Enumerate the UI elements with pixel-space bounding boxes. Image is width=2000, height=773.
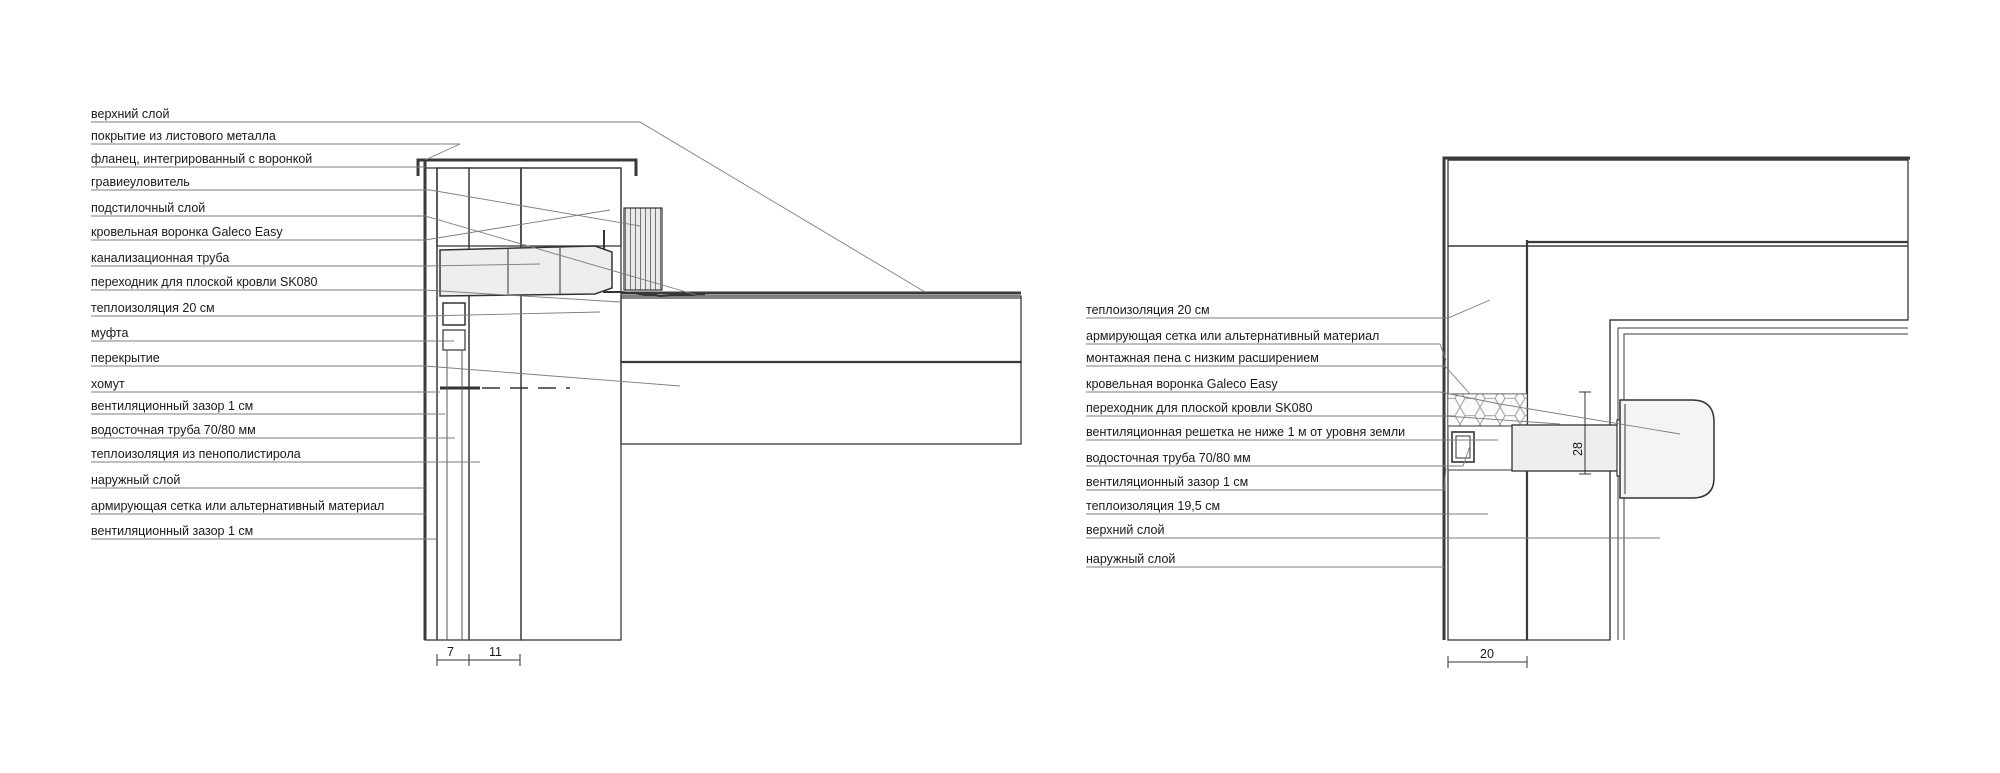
insulation-wall-left — [468, 167, 522, 641]
label-foam-right: монтажная пена с низким расширением — [1086, 351, 1319, 365]
parapet-structure-left — [520, 167, 622, 247]
label-top-layer: верхний слой — [91, 107, 169, 121]
label-vent-grille-right: вентиляционная решетка не ниже 1 м от ур… — [1086, 425, 1405, 439]
right-labels: теплоизоляция 20 см армирующая сетка или… — [1086, 303, 1405, 566]
label-downpipe: водосточная труба 70/80 мм — [91, 423, 256, 437]
roof-insulation-left — [620, 295, 1022, 363]
dimension-line-20 — [1447, 656, 1528, 668]
dimension-7: 7 — [447, 645, 454, 659]
roof-outlet-right — [1619, 399, 1715, 499]
label-roof-outlet: кровельная воронка Galeco Easy — [91, 225, 283, 239]
roof-slab-left — [620, 361, 1022, 445]
coupling — [442, 302, 466, 326]
dimension-28: 28 — [1571, 442, 1585, 456]
inner-lining-right-2 — [1617, 327, 1908, 640]
label-outer-layer: наружный слой — [91, 473, 180, 487]
label-top-layer-right: верхний слой — [1086, 523, 1164, 537]
label-drain-pipe: канализационная труба — [91, 251, 229, 265]
label-insulation-195-right: теплоизоляция 19,5 см — [1086, 499, 1220, 513]
label-mesh: армирующая сетка или альтернативный мате… — [91, 499, 384, 513]
ventilation-gap-left — [436, 167, 470, 641]
gravel-guard — [623, 207, 663, 291]
left-leaders — [91, 121, 926, 540]
dimension-11: 11 — [489, 645, 502, 659]
label-downpipe-right: водосточная труба 70/80 мм — [1086, 451, 1251, 465]
right-detail: 28 20 теплоизоляция 20 см армирующая сет… — [1086, 156, 1910, 668]
label-vent-gap-1: вентиляционный зазор 1 см — [91, 399, 253, 413]
label-eps-insulation: теплоизоляция из пенополистирола — [91, 447, 301, 461]
sheet-metal-coping — [416, 158, 638, 176]
top-insulation-right — [1447, 159, 1909, 247]
label-adapter-sk080: переходник для плоской кровли SK080 — [91, 275, 318, 289]
dimension-line-left — [436, 654, 521, 666]
label-insulation-20: теплоизоляция 20 см — [91, 301, 215, 315]
structural-wall-left — [520, 167, 622, 641]
outer-layer-right — [1442, 156, 1910, 640]
label-sheet-metal-coping: покрытие из листового металла — [91, 129, 276, 143]
label-outer-layer-right: наружный слой — [1086, 552, 1175, 566]
parapet-insulation-left — [436, 167, 522, 247]
label-underlay: подстилочный слой — [91, 201, 205, 215]
label-vent-gap-right: вентиляционный зазор 1 см — [1086, 475, 1248, 489]
label-roof-outlet-right: кровельная воронка Galeco Easy — [1086, 377, 1278, 391]
label-adapter-right: переходник для плоской кровли SK080 — [1086, 401, 1313, 415]
label-slab: перекрытие — [91, 351, 160, 365]
coupling-lower — [442, 329, 466, 351]
left-detail: 7 11 верхний слой покрытие из листового … — [91, 107, 1022, 666]
dimension-line-28 — [1579, 391, 1591, 475]
dimension-20: 20 — [1480, 647, 1494, 661]
label-clamp: хомут — [91, 377, 125, 391]
label-mesh-right: армирующая сетка или альтернативный мате… — [1086, 329, 1379, 343]
label-vent-gap-2: вентиляционный зазор 1 см — [91, 524, 253, 538]
right-leaders — [1086, 299, 1681, 568]
label-gravel-guard: гравиеуловитель — [91, 175, 190, 189]
drain-pipe — [439, 245, 613, 297]
label-funnel-flange: фланец, интегрированный с воронкой — [91, 152, 312, 166]
ventilation-grille — [1451, 431, 1475, 463]
inner-lining-right — [1609, 319, 1908, 640]
label-coupling: муфта — [91, 326, 128, 340]
label-insulation-20-right: теплоизоляция 20 см — [1086, 303, 1210, 317]
adapter-pipe-right — [1511, 424, 1621, 472]
left-labels: верхний слой покрытие из листового метал… — [91, 107, 384, 538]
